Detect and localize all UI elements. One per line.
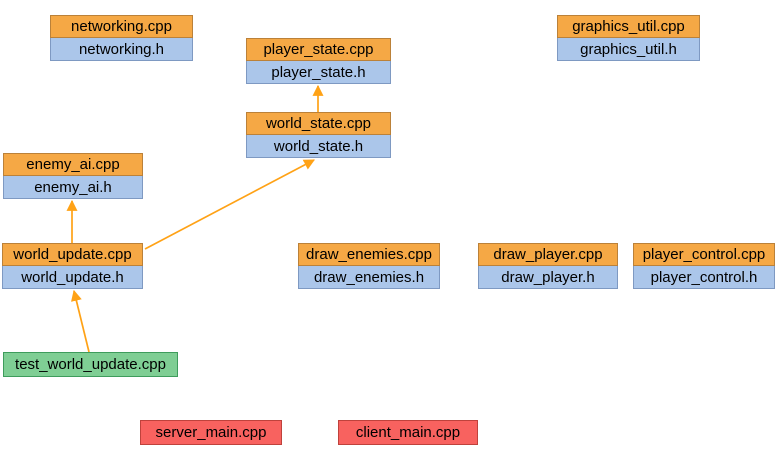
- node-label: world_state.cpp: [265, 115, 372, 132]
- node-cell-h[interactable]: enemy_ai.h: [3, 176, 143, 199]
- edge-test-world-update-to-world-update-h[interactable]: [71, 289, 90, 353]
- node-label: draw_enemies.h: [313, 268, 425, 286]
- node-label: networking.h: [78, 40, 165, 58]
- node-cell-cpp[interactable]: draw_enemies.cpp: [298, 243, 440, 266]
- node-world-update[interactable]: world_update.cpp world_update.h: [2, 243, 143, 289]
- node-cell-h[interactable]: graphics_util.h: [557, 38, 700, 61]
- node-player-state[interactable]: player_state.cpp player_state.h: [246, 38, 391, 84]
- node-graphics-util[interactable]: graphics_util.cpp graphics_util.h: [557, 15, 700, 61]
- node-server-main[interactable]: server_main.cpp: [140, 420, 282, 445]
- node-label: draw_enemies.cpp: [306, 246, 432, 263]
- node-label: client_main.cpp: [355, 424, 461, 441]
- node-cell-h[interactable]: draw_player.h: [478, 266, 618, 289]
- node-cell-h[interactable]: networking.h: [50, 38, 193, 61]
- node-label: enemy_ai.cpp: [26, 156, 120, 173]
- node-label: world_update.h: [21, 268, 124, 286]
- node-label: world_state.h: [273, 137, 364, 155]
- node-cell-cpp[interactable]: draw_player.cpp: [478, 243, 618, 266]
- node-cell-h[interactable]: draw_enemies.h: [298, 266, 440, 289]
- node-client-main[interactable]: client_main.cpp: [338, 420, 478, 445]
- node-label: networking.cpp: [71, 18, 172, 35]
- node-cell-cpp[interactable]: world_update.cpp: [2, 243, 143, 266]
- node-cell-h[interactable]: player_state.h: [246, 61, 391, 84]
- node-draw-player[interactable]: draw_player.cpp draw_player.h: [478, 243, 618, 289]
- node-label: draw_player.h: [501, 268, 595, 286]
- node-label: player_state.cpp: [263, 41, 374, 58]
- node-label: player_control.cpp: [642, 246, 766, 263]
- node-draw-enemies[interactable]: draw_enemies.cpp draw_enemies.h: [298, 243, 440, 289]
- node-networking[interactable]: networking.cpp networking.h: [50, 15, 193, 61]
- node-label: player_state.h: [271, 63, 366, 81]
- node-label: graphics_util.cpp: [572, 18, 685, 35]
- node-cell-cpp[interactable]: graphics_util.cpp: [557, 15, 700, 38]
- node-cell-h[interactable]: world_state.h: [246, 135, 391, 158]
- node-label: world_update.cpp: [13, 246, 132, 263]
- node-enemy-ai[interactable]: enemy_ai.cpp enemy_ai.h: [3, 153, 143, 199]
- node-label: draw_player.cpp: [493, 246, 603, 263]
- node-label: player_control.h: [650, 268, 758, 286]
- node-label: server_main.cpp: [155, 424, 267, 441]
- node-cell-h[interactable]: world_update.h: [2, 266, 143, 289]
- node-label: graphics_util.h: [580, 40, 677, 58]
- edge-world-update-to-world-state-h[interactable]: [144, 159, 315, 250]
- node-world-state[interactable]: world_state.cpp world_state.h: [246, 112, 391, 158]
- node-label: enemy_ai.h: [34, 178, 112, 196]
- node-label: test_world_update.cpp: [15, 356, 166, 373]
- node-cell-h[interactable]: player_control.h: [633, 266, 775, 289]
- node-cell-cpp[interactable]: world_state.cpp: [246, 112, 391, 135]
- node-cell-cpp[interactable]: player_state.cpp: [246, 38, 391, 61]
- node-player-control[interactable]: player_control.cpp player_control.h: [633, 243, 775, 289]
- node-cell-cpp[interactable]: player_control.cpp: [633, 243, 775, 266]
- node-cell-cpp[interactable]: networking.cpp: [50, 15, 193, 38]
- node-test-world-update[interactable]: test_world_update.cpp: [3, 352, 178, 377]
- node-cell-cpp[interactable]: enemy_ai.cpp: [3, 153, 143, 176]
